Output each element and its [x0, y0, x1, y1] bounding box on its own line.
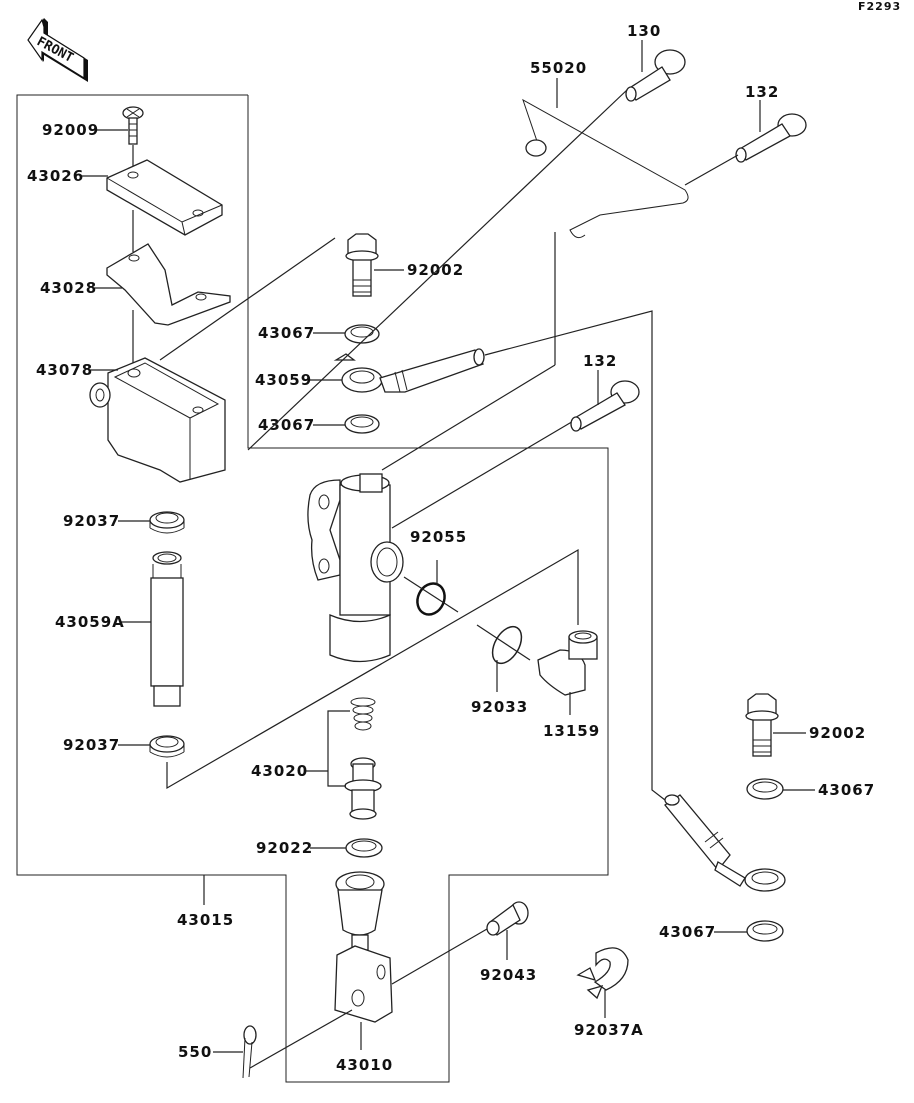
diaphragm-plate-43028 — [106, 243, 231, 326]
clamp-92037-bottom — [149, 735, 185, 758]
brake-hose-lower — [664, 794, 786, 892]
hose-stay-55020 — [522, 98, 689, 239]
label-92009: 92009 — [42, 121, 99, 139]
label-92055: 92055 — [410, 528, 467, 546]
washer-43067-b — [344, 414, 380, 434]
label-92037A: 92037A — [574, 1021, 644, 1039]
label-43028: 43028 — [40, 279, 97, 297]
label-92022: 92022 — [256, 839, 313, 857]
push-rod-43010 — [334, 871, 393, 1023]
label-132-mid: 132 — [583, 352, 617, 370]
label-550: 550 — [178, 1043, 212, 1061]
label-132-top: 132 — [745, 83, 779, 101]
screw-92009 — [122, 106, 144, 172]
label-130: 130 — [627, 22, 661, 40]
label-43078: 43078 — [36, 361, 93, 379]
bolt-132-mid — [570, 380, 640, 432]
washer-43067-d — [746, 920, 784, 942]
bolt-132-top — [735, 113, 807, 163]
label-43067-a: 43067 — [258, 324, 315, 342]
label-43010: 43010 — [336, 1056, 393, 1074]
piston-43020 — [344, 757, 382, 820]
label-43059A: 43059A — [55, 613, 125, 631]
circlip-92022 — [345, 838, 383, 858]
label-92002-right: 92002 — [809, 724, 866, 742]
hose-43059A — [150, 551, 184, 707]
front-arrow-icon: FRONT — [27, 18, 88, 82]
figure-id: F2293 — [858, 0, 901, 13]
pin-92043 — [486, 901, 529, 936]
master-cylinder-body — [307, 473, 404, 663]
bolt-130 — [625, 49, 686, 102]
label-92037-bottom: 92037 — [63, 736, 120, 754]
label-43059: 43059 — [255, 371, 312, 389]
assembly-frame-43015 — [16, 94, 609, 1083]
label-43015: 43015 — [177, 911, 234, 929]
label-92002-top: 92002 — [407, 261, 464, 279]
reservoir-43078 — [89, 357, 226, 483]
cotter-pin-550 — [242, 1025, 257, 1079]
label-43026: 43026 — [27, 167, 84, 185]
label-92037-top: 92037 — [63, 512, 120, 530]
banjo-bolt-92002-top — [345, 233, 379, 297]
banjo-bolt-92002-right — [745, 693, 779, 757]
label-43067-d: 43067 — [659, 923, 716, 941]
label-43020: 43020 — [251, 762, 308, 780]
hose-clip-92037A — [576, 947, 629, 1000]
clamp-92037-top — [149, 511, 185, 534]
washer-43067-c — [746, 778, 784, 800]
elbow-fitting-13159 — [537, 630, 598, 696]
label-55020: 55020 — [530, 59, 587, 77]
label-13159: 13159 — [543, 722, 600, 740]
label-43067-b: 43067 — [258, 416, 315, 434]
label-43067-c: 43067 — [818, 781, 875, 799]
washer-43067-a — [344, 324, 380, 344]
spring-43020 — [350, 697, 376, 731]
o-ring-92055 — [416, 582, 446, 616]
banjo-hose-43059 — [333, 348, 485, 393]
label-92043: 92043 — [480, 966, 537, 984]
label-92033: 92033 — [471, 698, 528, 716]
cover-plate-43026 — [106, 159, 223, 236]
